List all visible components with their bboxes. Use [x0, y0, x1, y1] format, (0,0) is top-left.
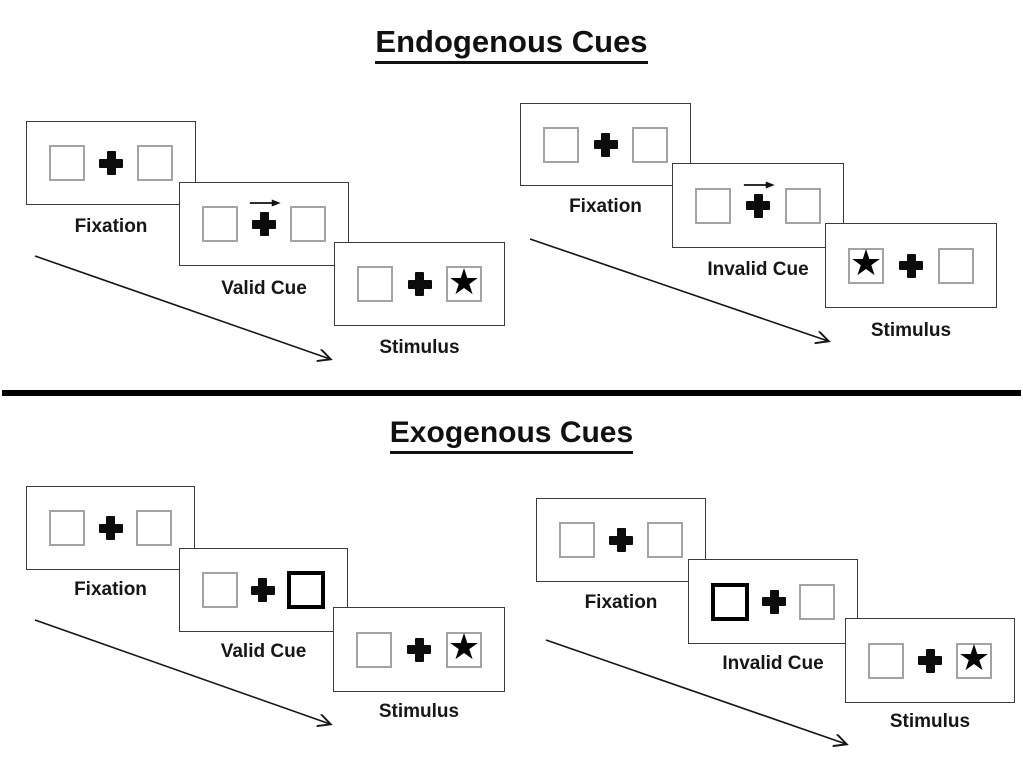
- right-box: [938, 247, 974, 284]
- star-stimulus-icon: ★: [849, 243, 883, 284]
- left-box: [695, 187, 731, 224]
- fixation-panel: [26, 121, 196, 205]
- cue-direction-arrow-icon: [743, 181, 775, 188]
- panel-center: [407, 272, 432, 296]
- left-box: [356, 631, 392, 668]
- right-box: [136, 510, 172, 546]
- invalid-cue-panel: [672, 163, 844, 248]
- valid-cue-panel: [179, 182, 349, 266]
- section-title-text: Exogenous Cues: [389, 416, 634, 454]
- stimulus-panel: ★: [825, 223, 997, 308]
- panel-label: Invalid Cue: [722, 653, 824, 674]
- panel-center: [762, 589, 786, 614]
- right-box: ★: [446, 261, 482, 303]
- fixation-cross-icon: [593, 132, 618, 157]
- panel-center: [250, 578, 275, 602]
- star-stimulus-icon: ★: [957, 638, 991, 679]
- panel-center: [918, 648, 942, 673]
- fixation-cross-icon: [746, 193, 770, 218]
- cue-box-highlighted: [287, 571, 325, 609]
- stimulus-panel: ★: [333, 607, 505, 692]
- time-arrow-icon: [34, 619, 340, 731]
- panel-label: Fixation: [569, 196, 642, 217]
- fixation-panel: [520, 103, 691, 186]
- fixation-cross-icon: [99, 151, 123, 175]
- time-arrow-icon: [545, 639, 855, 751]
- right-box: ★: [956, 638, 992, 679]
- left-box: [559, 522, 595, 558]
- time-arrow-icon: [529, 238, 837, 348]
- panel-center: [98, 516, 123, 540]
- stimulus-panel: ★: [334, 242, 505, 326]
- left-box: [202, 572, 238, 608]
- section-divider: [2, 390, 1021, 396]
- fixation-cross-icon: [762, 589, 786, 614]
- right-box: [137, 145, 173, 181]
- right-box: [647, 522, 683, 558]
- right-box: [785, 187, 821, 224]
- panel-center: [593, 132, 618, 157]
- panel-label: Fixation: [74, 579, 147, 600]
- panel-label: Stimulus: [870, 320, 952, 341]
- panel-label: Stimulus: [889, 711, 971, 732]
- left-box: ★: [848, 243, 884, 284]
- time-arrow-icon: [34, 255, 340, 366]
- fixation-cross-icon: [250, 578, 275, 602]
- panel-label: Stimulus: [379, 337, 460, 358]
- panel-center: [743, 181, 775, 218]
- left-box: [543, 126, 579, 163]
- left-box: [868, 642, 904, 679]
- left-box: [202, 206, 238, 242]
- panel-label: Fixation: [584, 592, 658, 613]
- fixation-cross-icon: [98, 516, 123, 540]
- panel-label: Stimulus: [378, 701, 460, 722]
- fixation-cross-icon: [252, 212, 276, 236]
- invalid-cue-panel: [688, 559, 858, 644]
- right-box: ★: [446, 627, 482, 668]
- left-box: [49, 145, 85, 181]
- fixation-cross-icon: [407, 637, 431, 662]
- star-stimulus-icon: ★: [447, 261, 481, 303]
- right-box: [290, 206, 326, 242]
- fixation-cross-icon: [609, 528, 633, 552]
- stimulus-panel: ★: [845, 618, 1015, 703]
- left-box: [357, 266, 393, 302]
- panel-label: Fixation: [74, 216, 148, 237]
- cue-direction-arrow-icon: [249, 199, 281, 207]
- panel-center: [899, 253, 923, 278]
- right-box: [632, 126, 668, 163]
- section-title-endogenous: Endogenous Cues: [0, 24, 1023, 64]
- fixation-panel: [26, 486, 195, 570]
- fixation-panel: [536, 498, 706, 582]
- star-stimulus-icon: ★: [447, 627, 481, 668]
- fixation-cross-icon: [899, 253, 923, 278]
- section-title-exogenous: Exogenous Cues: [0, 416, 1023, 454]
- valid-cue-panel: [179, 548, 348, 632]
- panel-label: Valid Cue: [220, 641, 307, 662]
- cue-box-highlighted: [711, 582, 749, 621]
- panel-center: [99, 151, 123, 175]
- panel-label: Valid Cue: [221, 278, 307, 299]
- panel-center: [407, 637, 431, 662]
- section-title-text: Endogenous Cues: [375, 24, 648, 64]
- right-box: [799, 583, 835, 620]
- fixation-cross-icon: [407, 272, 432, 296]
- left-box: [49, 510, 85, 546]
- panel-center: [609, 528, 633, 552]
- panel-label: Invalid Cue: [707, 259, 809, 280]
- panel-center: [249, 199, 281, 236]
- fixation-cross-icon: [918, 648, 942, 673]
